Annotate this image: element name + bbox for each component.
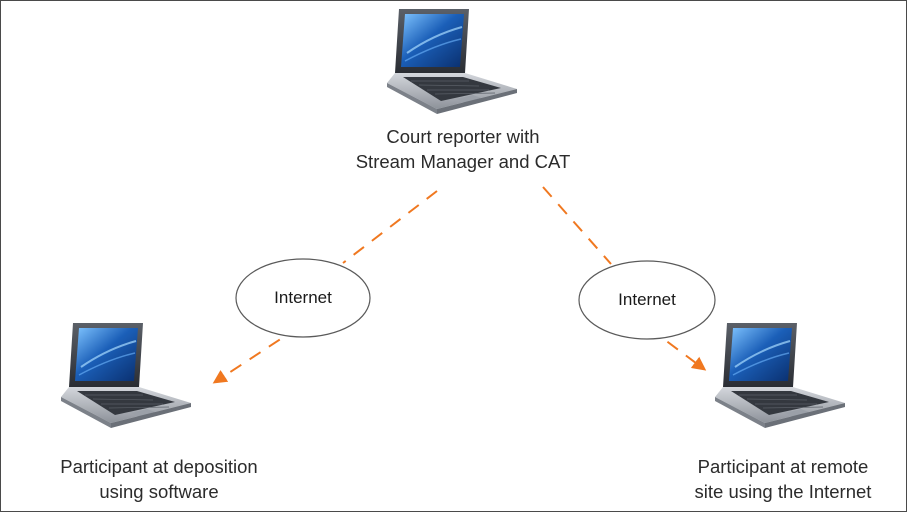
court-reporter-caption-line2: Stream Manager and CAT — [355, 151, 571, 172]
deposition-participant-caption-line1: Participant at deposition — [60, 456, 258, 477]
court-reporter-laptop-icon — [386, 8, 518, 115]
remote-participant-caption: Participant at remote site using the Int… — [665, 454, 901, 504]
connector-reporter-to-left-internet — [342, 190, 438, 264]
right-internet-label: Internet — [618, 290, 676, 309]
remote-participant-caption-line2: site using the Internet — [694, 481, 872, 502]
left-internet-label: Internet — [274, 288, 332, 307]
deposition-participant-caption: Participant at deposition using software — [27, 454, 291, 504]
arrow-left-internet-to-deposition — [212, 326, 300, 384]
court-reporter-caption-line1: Court reporter with — [386, 126, 540, 147]
right-internet-ellipse — [578, 260, 716, 340]
court-reporter-caption: Court reporter with Stream Manager and C… — [343, 124, 583, 174]
left-internet-ellipse — [235, 258, 371, 338]
remote-participant-caption-line1: Participant at remote — [697, 456, 869, 477]
remote-participant-laptop-icon — [714, 322, 846, 429]
deposition-participant-laptop-icon — [60, 322, 192, 429]
connector-reporter-to-right-internet — [542, 186, 612, 265]
deposition-participant-caption-line2: using software — [99, 481, 219, 502]
